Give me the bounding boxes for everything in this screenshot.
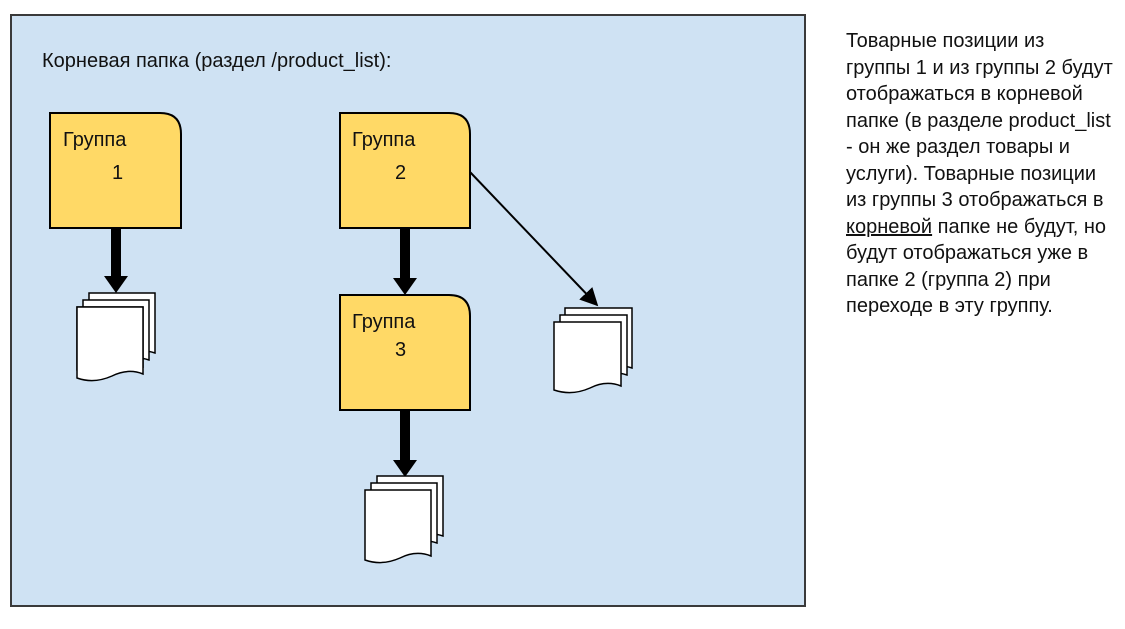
group-3-number: 3 — [395, 339, 406, 361]
root-folder-label: Корневая папка (раздел /product_list): — [42, 50, 391, 72]
group-1-number: 1 — [112, 162, 123, 184]
arrow-group-1-to-docs — [104, 228, 128, 293]
group-1-folder-shape — [49, 112, 182, 229]
group-2-folder: Группа 2 — [339, 112, 471, 229]
explanation-note: Товарные позиции из группы 1 и из группы… — [846, 28, 1114, 320]
group-3-title: Группа — [352, 311, 416, 333]
group-3-folder: Группа 3 — [339, 294, 471, 411]
document-stack-2-icon — [553, 307, 633, 394]
note-underlined-word: корневой — [846, 215, 933, 238]
arrow-group-2-to-group-3 — [393, 228, 417, 295]
group-1-title: Группа — [63, 129, 127, 151]
arrow-group-2-to-docs — [469, 171, 599, 307]
group-2-number: 2 — [395, 162, 406, 184]
group-2-title: Группа — [352, 129, 416, 151]
group-1-folder: Группа 1 — [49, 112, 182, 229]
note-text-part-2: папке не будут, но будут отображаться уж… — [846, 215, 1107, 318]
arrow-group-3-to-docs — [393, 410, 417, 477]
document-stack-1-icon — [76, 292, 156, 382]
document-stack-3-icon — [364, 475, 444, 564]
group-3-folder-shape — [339, 294, 471, 411]
note-text-part-1: Товарные позиции из группы 1 и из группы… — [846, 30, 1113, 211]
group-2-folder-shape — [339, 112, 471, 229]
